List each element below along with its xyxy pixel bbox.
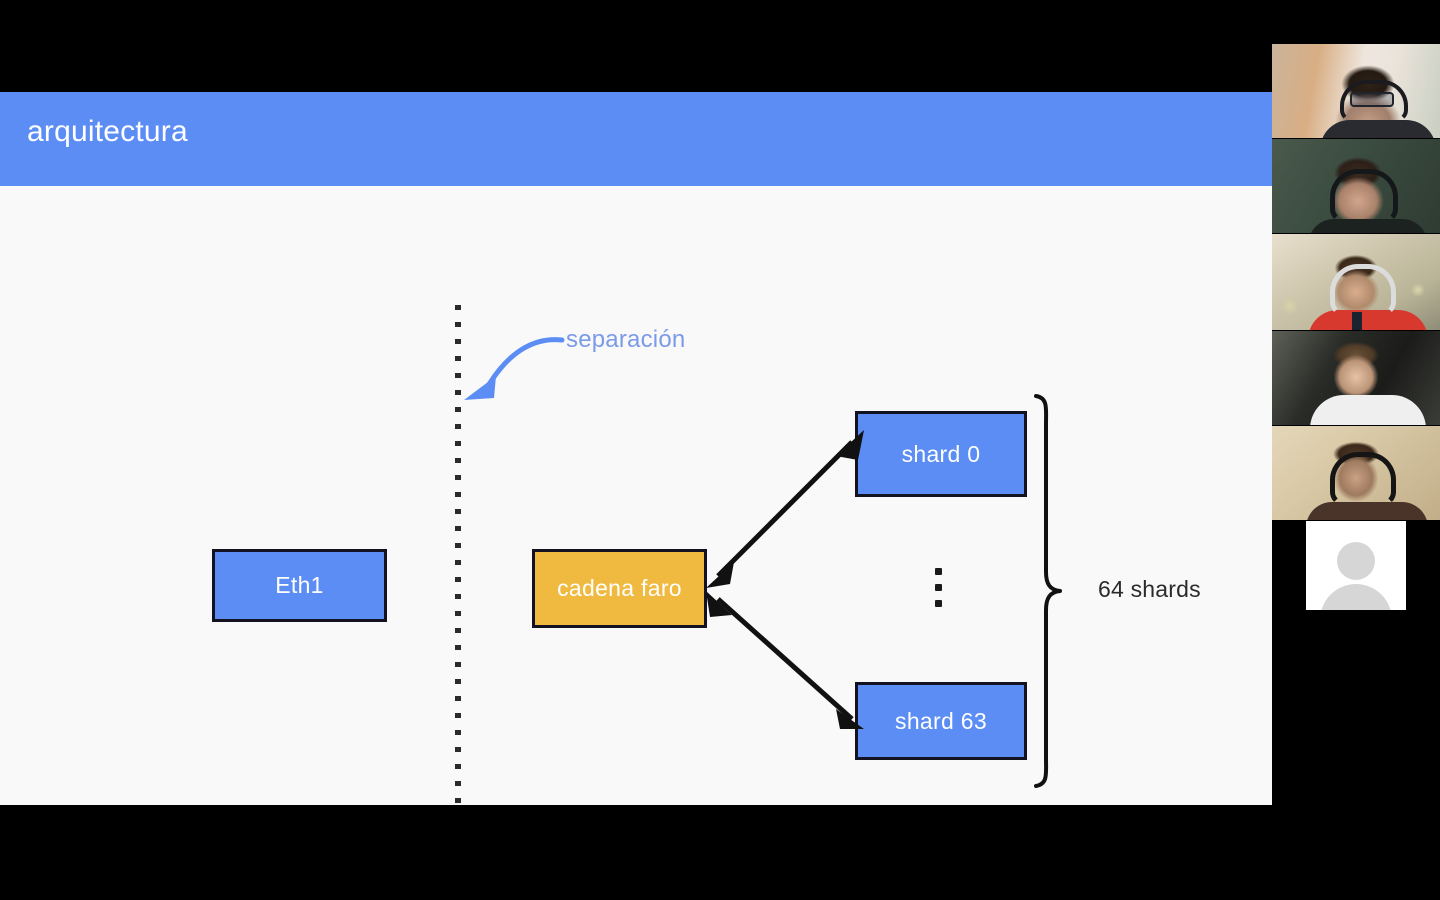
arrow-cadena-to-shard0-icon (706, 430, 864, 588)
node-shard-63: shard 63 (855, 682, 1027, 760)
vertical-ellipsis-icon (935, 568, 942, 607)
slide-title: arquitectura (27, 115, 188, 148)
separator-dotted-line (455, 305, 461, 805)
ellipsis-dot (935, 600, 942, 607)
video-tile-participant-2[interactable] (1272, 139, 1440, 233)
arrow-cadena-to-shard63-icon (706, 591, 864, 729)
shards-brace-icon (1034, 394, 1062, 788)
participant-torso (1320, 120, 1436, 138)
presentation-slide: arquitectura separación Eth1 cadena faro… (0, 92, 1272, 805)
headset-icon (1340, 80, 1408, 122)
participant-torso (1306, 502, 1428, 520)
node-shard-63-label: shard 63 (895, 707, 987, 734)
separacion-label: separación (566, 326, 686, 353)
headset-icon (1330, 264, 1396, 316)
participant-torso (1310, 395, 1426, 425)
shards-count-label: 64 shards (1098, 576, 1201, 602)
slide-body: separación Eth1 cadena faro shard 0 shar… (0, 186, 1272, 805)
person-avatar-icon (1317, 536, 1395, 610)
node-cadena-faro-label: cadena faro (557, 575, 682, 601)
slide-header-bar: arquitectura (0, 92, 1272, 186)
participant-video-rail (1272, 0, 1440, 900)
participant-torso (1308, 219, 1428, 233)
node-shard-0: shard 0 (855, 411, 1027, 497)
node-eth1-label: Eth1 (275, 572, 324, 598)
ellipsis-dot (935, 584, 942, 591)
avatar-body (1320, 584, 1392, 610)
glasses-icon (1350, 92, 1394, 107)
ellipsis-dot (935, 568, 942, 575)
necktie (1352, 312, 1362, 330)
headset-icon (1330, 452, 1396, 506)
video-tile-participant-3[interactable] (1272, 234, 1440, 330)
node-eth1: Eth1 (212, 549, 387, 622)
video-tile-participant-1[interactable] (1272, 44, 1440, 138)
avatar-placeholder (1306, 521, 1406, 610)
video-tile-participant-5[interactable] (1272, 426, 1440, 520)
video-tile-participant-6[interactable] (1272, 521, 1440, 610)
headset-icon (1330, 169, 1398, 223)
node-shard-0-label: shard 0 (901, 440, 981, 467)
avatar-head (1337, 542, 1375, 580)
separacion-arrow-icon (464, 337, 565, 400)
node-cadena-faro: cadena faro (532, 549, 707, 628)
video-tile-participant-4[interactable] (1272, 331, 1440, 425)
